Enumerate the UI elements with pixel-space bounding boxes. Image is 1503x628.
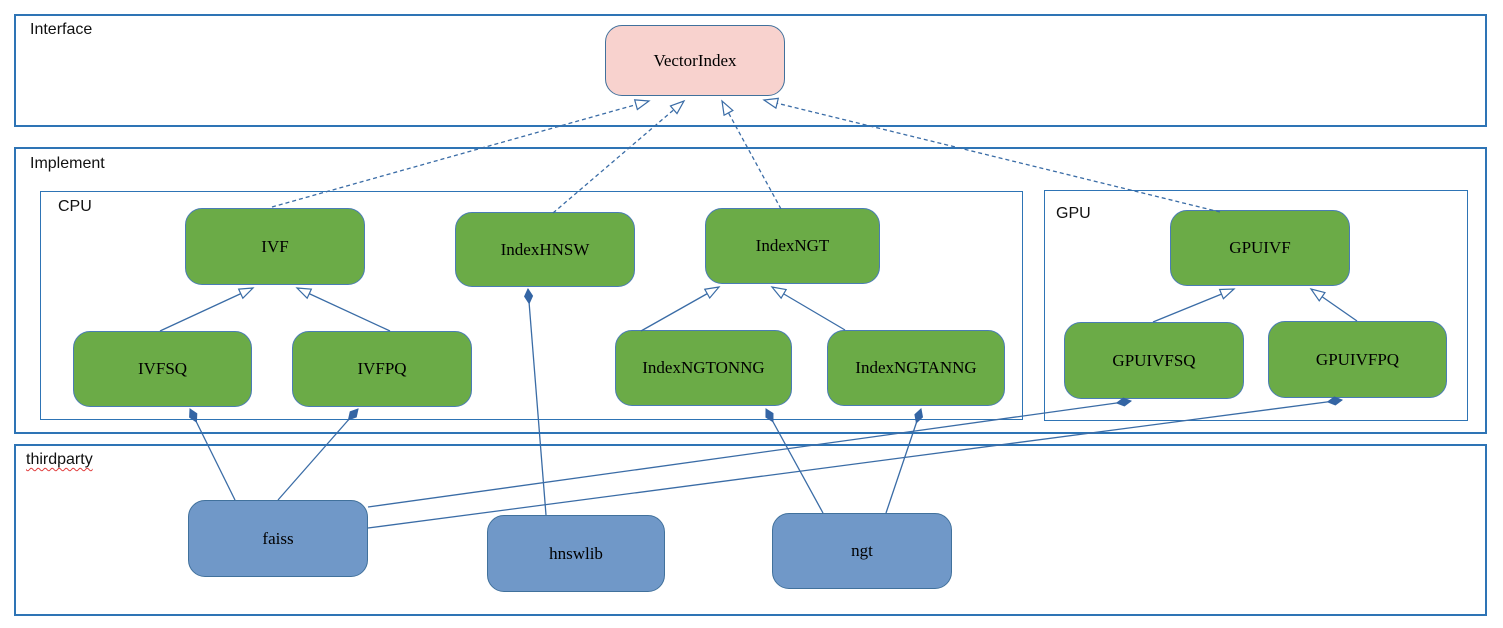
node-indexhnsw-label: IndexHNSW — [500, 239, 590, 259]
node-ngt[interactable]: ngt — [772, 513, 952, 589]
node-gpuivf[interactable]: GPUIVF — [1170, 210, 1350, 286]
node-ivfpq[interactable]: IVFPQ — [292, 331, 472, 407]
node-indexngt-label: IndexNGT — [755, 236, 830, 255]
node-indexngt[interactable]: IndexNGT — [705, 208, 880, 284]
node-vectorindex[interactable]: VectorIndex — [605, 25, 785, 96]
node-hnswlib-label: hnswlib — [549, 543, 603, 563]
node-indexngtonng[interactable]: IndexNGTONNG — [615, 330, 792, 406]
node-gpuivf-label: GPUIVF — [1229, 238, 1291, 257]
node-hnswlib[interactable]: hnswlib — [487, 515, 665, 592]
node-ngt-label: ngt — [851, 541, 873, 560]
node-indexngtanng-label: IndexNGTANNG — [855, 358, 977, 377]
node-ivfsq-label: IVFSQ — [137, 359, 188, 378]
cpu-section-label: CPU — [58, 198, 92, 215]
node-vectorindex-label: VectorIndex — [653, 50, 737, 70]
gpu-section-label: GPU — [1056, 205, 1091, 222]
node-ivf-label: IVF — [261, 236, 289, 256]
node-ivfsq[interactable]: IVFSQ — [73, 331, 252, 407]
node-gpuivfsq[interactable]: GPUIVFSQ — [1064, 322, 1244, 399]
node-gpuivfsq-label: GPUIVFSQ — [1112, 350, 1196, 370]
thirdparty-section-label: thirdparty — [26, 451, 93, 468]
node-faiss-label: faiss — [262, 528, 294, 548]
node-gpuivfpq-label: GPUIVFPQ — [1315, 349, 1400, 369]
node-faiss[interactable]: faiss — [188, 500, 368, 577]
interface-section-label: Interface — [30, 21, 93, 38]
implement-section-label: Implement — [30, 155, 105, 172]
node-ivf[interactable]: IVF — [185, 208, 365, 285]
node-gpuivfpq[interactable]: GPUIVFPQ — [1268, 321, 1447, 398]
node-indexngtanng[interactable]: IndexNGTANNG — [827, 330, 1005, 406]
node-indexngtonng-label: IndexNGTONNG — [642, 358, 765, 377]
node-indexhnsw[interactable]: IndexHNSW — [455, 212, 635, 287]
node-ivfpq-label: IVFPQ — [357, 359, 407, 378]
